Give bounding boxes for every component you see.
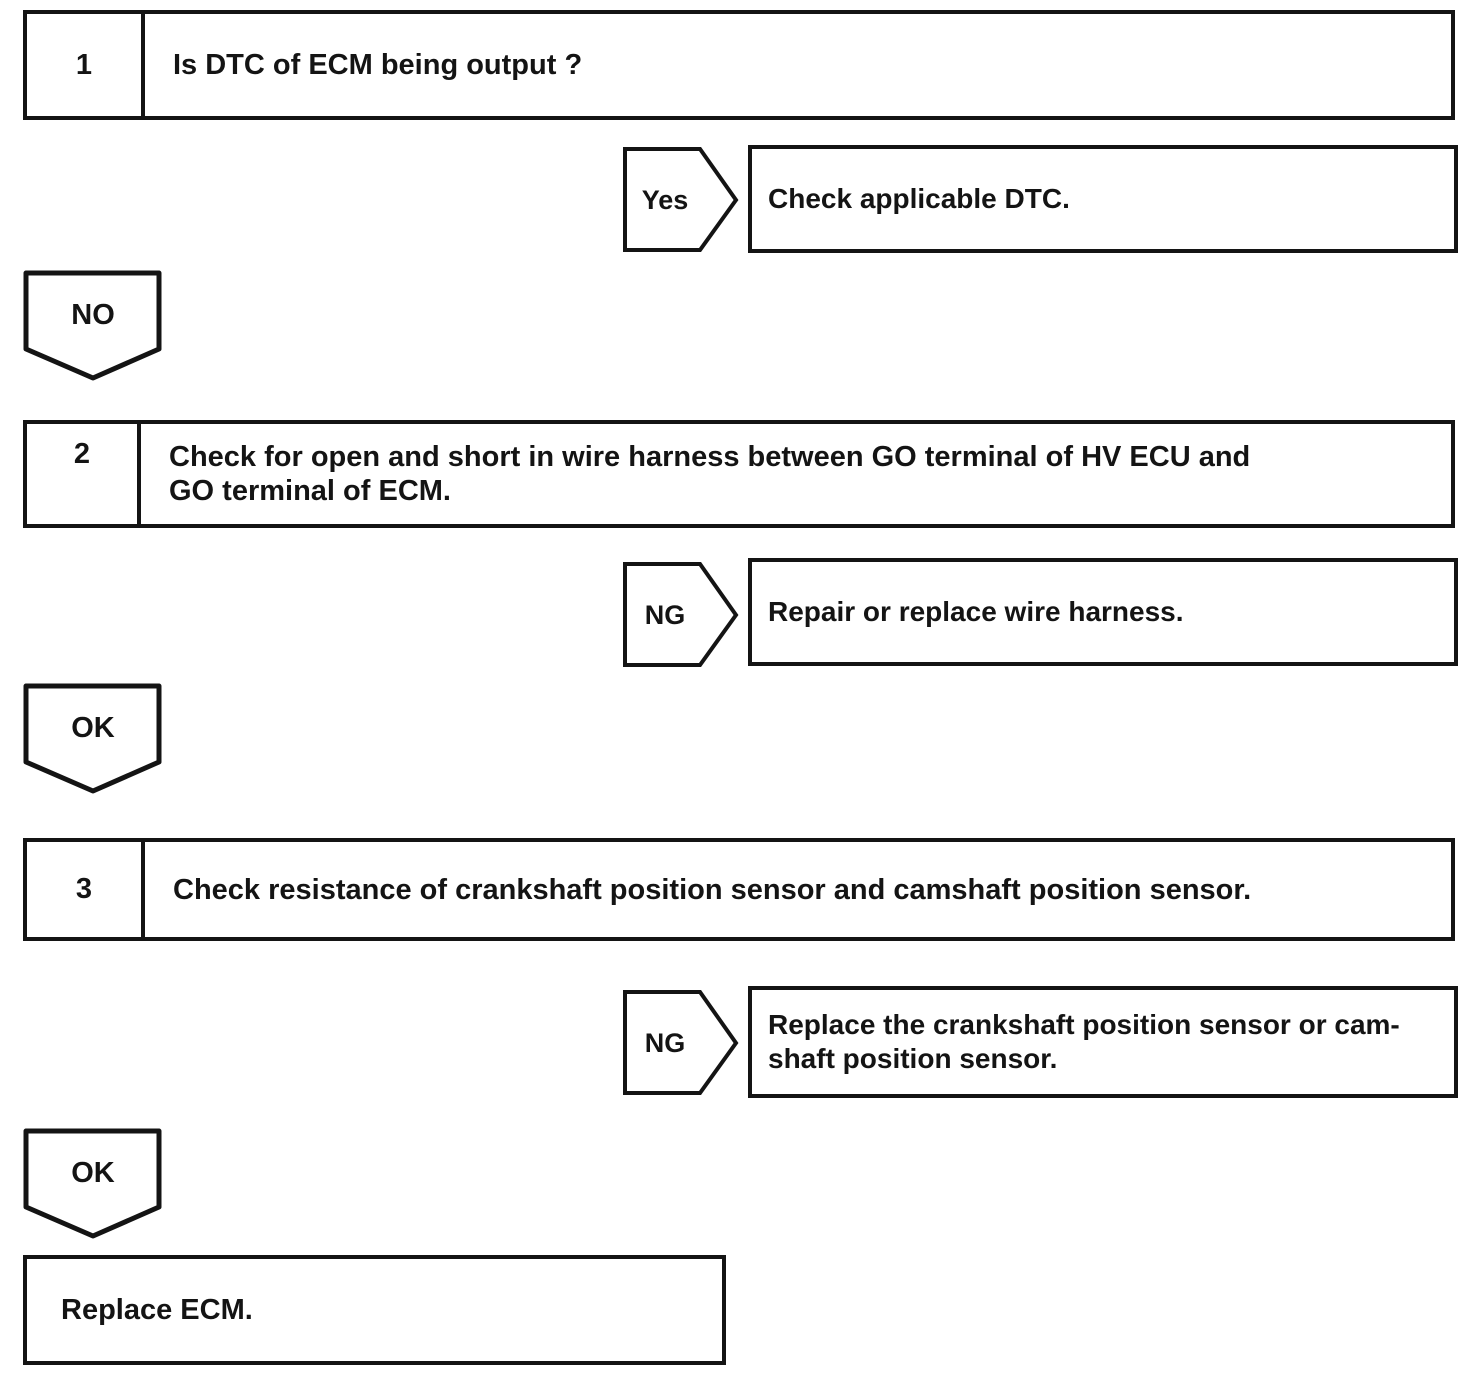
ng-arrow-1-label: NG (645, 600, 686, 630)
step-1-question-line: Is DTC of ECM being output ? (173, 49, 583, 81)
yes-arrow-shape: Yes (623, 147, 739, 252)
ng-arrow-2-shape: NG (623, 990, 739, 1095)
ok-arrow-2-label: OK (71, 1157, 115, 1189)
ok-arrow-2-shape: OK (23, 1128, 162, 1239)
ok-arrow-1: OK (23, 683, 163, 795)
step-2-question-line: GO terminal of ECM. (169, 475, 451, 507)
yes-arrow-label: Yes (642, 185, 689, 215)
no-arrow: NO (23, 270, 163, 382)
step-2-branch-result-line: Repair or replace wire harness. (768, 596, 1184, 627)
ng-arrow-1: NG (623, 562, 739, 668)
step-3-question-line: Check resistance of crankshaft position … (173, 873, 1252, 906)
ok-arrow-2: OK (23, 1128, 163, 1240)
ok-arrow-1-label: OK (71, 712, 115, 744)
step-3-branch-result-line: shaft position sensor. (768, 1043, 1058, 1074)
ok-arrow-1-shape: OK (23, 683, 162, 794)
step-1-branch-result: Check applicable DTC. (748, 145, 1458, 253)
step-3-box: 3 Check resistance of crankshaft positio… (23, 838, 1455, 941)
step-1-box: 1 Is DTC of ECM being output ? (23, 10, 1455, 120)
step-2-branch-result: Repair or replace wire harness. (748, 558, 1458, 666)
step-3-branch-result: Replace the crankshaft position sensor o… (748, 986, 1458, 1098)
step-1-question: Is DTC of ECM being output ? (145, 14, 1451, 116)
ng-arrow-2-label: NG (645, 1028, 686, 1058)
step-3-branch-result-line: Replace the crankshaft position sensor o… (768, 1009, 1400, 1040)
step-3-number: 3 (27, 842, 145, 937)
step-1-branch-result-line: Check applicable DTC. (768, 183, 1070, 214)
no-arrow-shape: NO (23, 270, 162, 381)
step-2-number: 2 (27, 424, 141, 524)
step-3-question: Check resistance of crankshaft position … (145, 842, 1451, 937)
step-2-question-line: Check for open and short in wire harness… (169, 441, 1251, 473)
final-action-box: Replace ECM. (23, 1255, 726, 1365)
step-1-number: 1 (27, 14, 145, 116)
step-2-question: Check for open and short in wire harness… (141, 424, 1451, 524)
step-2-box: 2 Check for open and short in wire harne… (23, 420, 1455, 528)
final-action-line: Replace ECM. (61, 1294, 253, 1326)
no-arrow-label: NO (71, 299, 115, 331)
ng-arrow-2: NG (623, 990, 739, 1096)
ng-arrow-1-shape: NG (623, 562, 739, 667)
yes-arrow: Yes (623, 147, 739, 253)
